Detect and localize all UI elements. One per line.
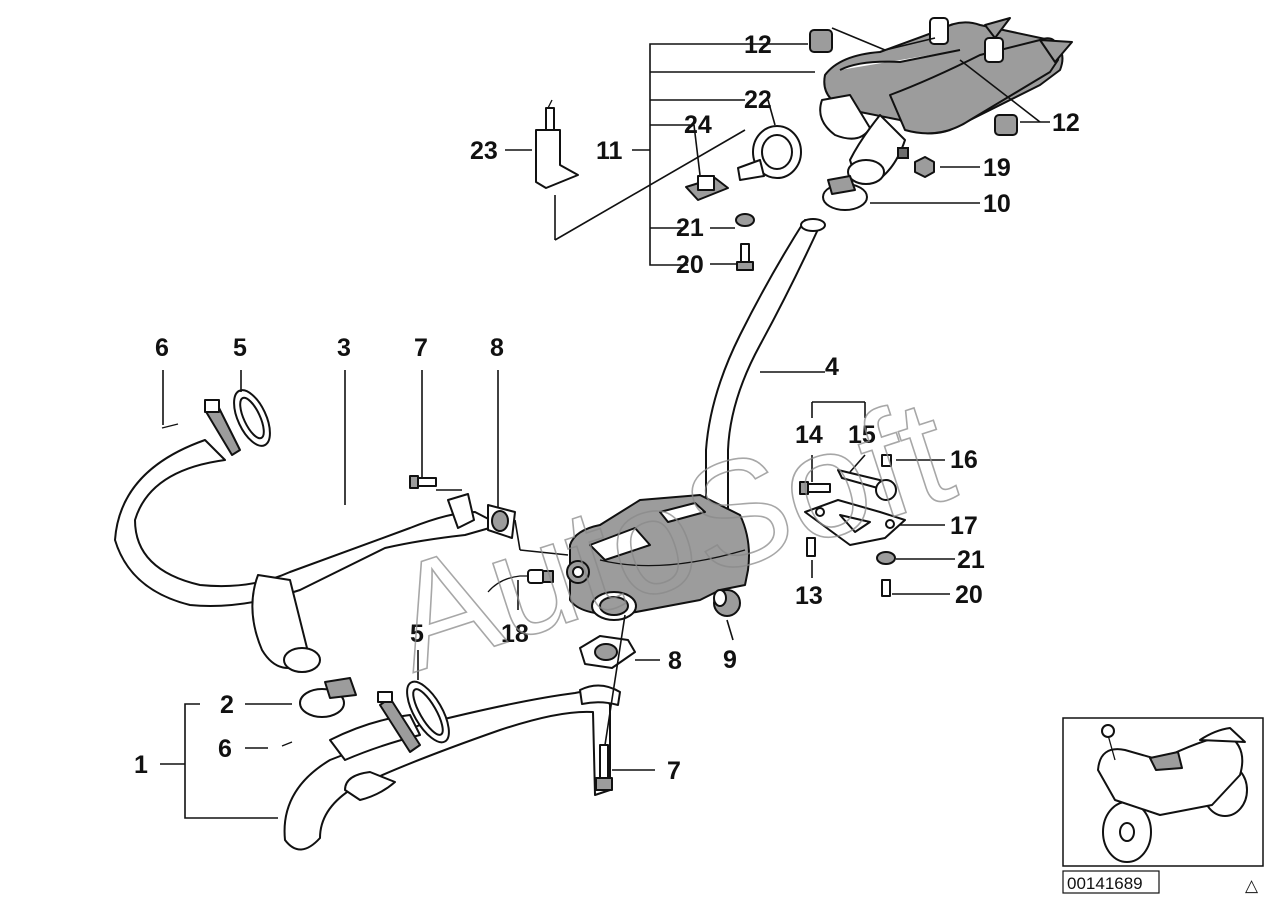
callout-21-right: 21 [957,546,985,574]
hose-clamp-6-top [204,399,241,456]
bolt-14 [799,481,831,495]
bolt-7-bottom [595,744,613,791]
callout-12-right: 12 [1052,109,1080,137]
callout-15: 15 [848,421,876,449]
callout-22: 22 [744,86,772,114]
flange-top [447,493,475,529]
callout-16: 16 [950,446,978,474]
callout-8-top: 8 [490,334,504,362]
callout-7-top: 7 [414,334,428,362]
callout-13: 13 [795,582,823,610]
screw-6-top [161,423,179,429]
leader-lines [160,27,1050,819]
callout-1: 1 [134,751,148,779]
callout-6-top: 6 [155,334,169,362]
bolt-20-top [736,243,754,271]
pre-silencer-box [566,494,750,621]
callout-19: 19 [983,154,1011,182]
document-number: 00141689 [1067,874,1143,893]
bracket-15 [837,469,897,501]
screw-16 [881,454,892,467]
rear-silencer-assembly [819,17,1073,185]
callout-20-right: 20 [955,581,983,609]
screw-6-bottom [281,741,293,747]
bolt-13 [806,537,816,557]
callout-12-top: 12 [744,31,772,59]
rubber-buffer-9 [713,589,741,617]
clamp-5-top [233,389,271,447]
nut-19 [914,156,935,178]
middle-pipe-3 [114,439,501,607]
callout-3: 3 [337,334,351,362]
callout-2: 2 [220,691,234,719]
rubber-buffer-12-top [809,29,833,53]
callout-18: 18 [501,620,529,648]
stud [897,147,909,159]
gasket-8-top [487,504,516,539]
bracket-23 [535,99,579,189]
bolt-7-top [409,475,437,489]
washer-21-right [876,551,896,565]
clamp-2 [299,677,357,718]
callout-5-top: 5 [233,334,247,362]
washer-21-top [735,213,755,227]
callout-labels: 12 12 22 24 11 23 19 10 21 20 6 5 3 7 8 … [134,31,1080,785]
callout-14: 14 [795,421,823,449]
document-number-box [1062,870,1160,894]
callout-17: 17 [950,512,978,540]
callout-8-bottom: 8 [668,647,682,675]
callout-7-bottom: 7 [667,757,681,785]
callout-9: 9 [723,646,737,674]
corner-triangle-icon: △ [1245,876,1259,895]
bolt-20-right [881,579,891,597]
lambda-sensor-18 [487,569,554,593]
hose-clamp-6-bottom [377,691,421,753]
rubber-buffer-12-right [994,114,1018,136]
callout-23: 23 [470,137,498,165]
clamp-10 [822,175,868,211]
motorcycle-thumbnail [1062,717,1264,867]
callout-6-bottom: 6 [218,735,232,763]
callout-11: 11 [596,137,623,165]
clamp-22 [737,125,802,181]
callout-21-top: 21 [676,214,704,242]
connecting-pipe-4 [705,219,821,526]
callout-20-top: 20 [676,251,704,279]
callout-4: 4 [825,353,839,381]
callout-24: 24 [684,111,712,139]
clamp-5-bottom [406,680,450,744]
plate-17 [804,499,906,546]
callout-5-bottom: 5 [410,620,424,648]
callout-10: 10 [983,190,1011,218]
